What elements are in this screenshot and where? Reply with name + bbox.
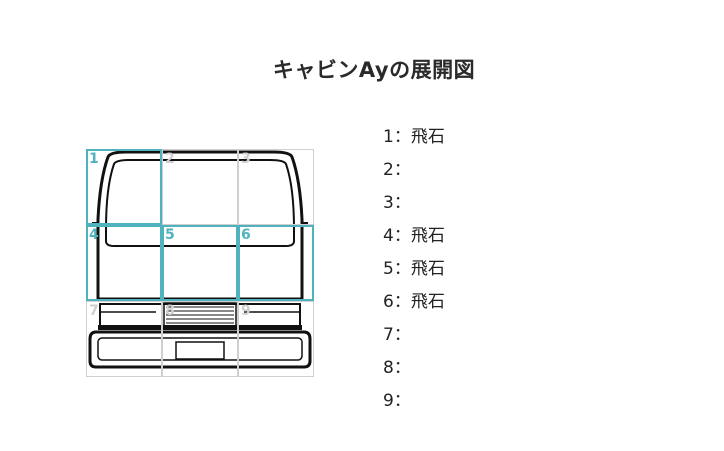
- cabin-diagram: 1 2 3 4 5 6 7 8 9: [86, 149, 314, 377]
- grid-cell-7[interactable]: 7: [86, 301, 162, 377]
- grid-cell-1[interactable]: 1: [86, 149, 162, 225]
- grid-cell-number: 6: [241, 227, 251, 243]
- grid-cell-number: 5: [165, 227, 175, 243]
- grid-cell-5[interactable]: 5: [162, 225, 238, 301]
- list-item: 2：: [383, 160, 411, 180]
- grid-cell-number: 7: [89, 303, 99, 319]
- grid-cell-9[interactable]: 9: [238, 301, 314, 377]
- grid-cell-number: 9: [241, 303, 251, 319]
- damage-list: 1：飛石 2： 3： 4：飛石 5：飛石 6：飛石 7： 8： 9：: [383, 121, 445, 418]
- list-item: 9：: [383, 391, 411, 411]
- list-item: 7：: [383, 325, 411, 345]
- list-item: 5：飛石: [383, 259, 445, 279]
- grid-cell-number: 1: [89, 151, 99, 167]
- list-item: 1：飛石: [383, 127, 445, 147]
- grid-cell-8[interactable]: 8: [162, 301, 238, 377]
- list-item: 8：: [383, 358, 411, 378]
- grid-cell-3[interactable]: 3: [238, 149, 314, 225]
- grid-cell-4[interactable]: 4: [86, 225, 162, 301]
- list-item: 4：飛石: [383, 226, 445, 246]
- grid-cell-number: 8: [165, 303, 175, 319]
- grid-cell-number: 2: [165, 151, 175, 167]
- list-item: 3：: [383, 193, 411, 213]
- grid-cell-6[interactable]: 6: [238, 225, 314, 301]
- grid-cell-number: 4: [89, 227, 99, 243]
- grid-cell-number: 3: [241, 151, 251, 167]
- page-title: キャビンAyの展開図: [272, 58, 476, 82]
- grid-cell-2[interactable]: 2: [162, 149, 238, 225]
- list-item: 6：飛石: [383, 292, 445, 312]
